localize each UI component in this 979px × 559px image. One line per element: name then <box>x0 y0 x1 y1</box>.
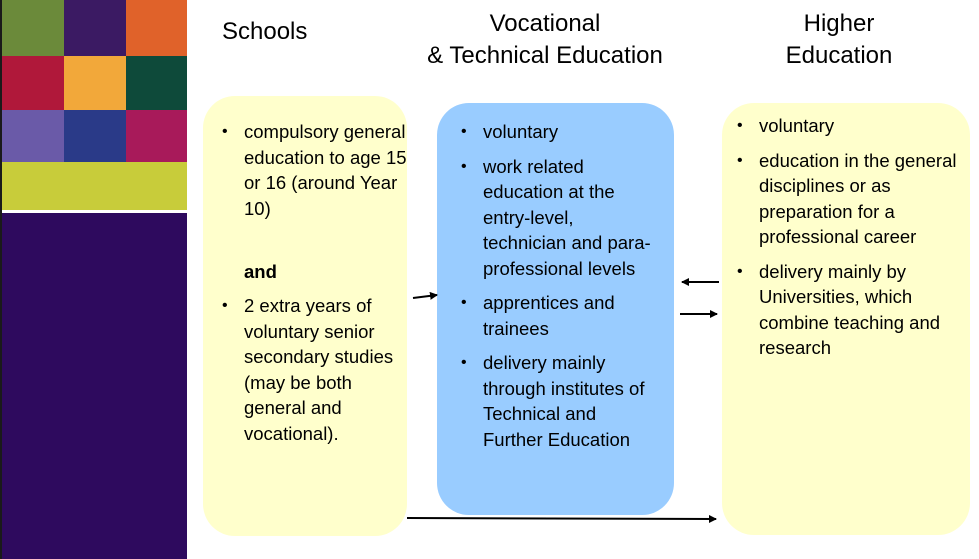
list-item: 2 extra years of voluntary senior second… <box>218 293 408 446</box>
list-item: compulsory general education to age 15 o… <box>218 119 408 221</box>
list-item: education in the general disciplines or … <box>733 148 965 250</box>
photo-tile <box>64 56 126 110</box>
white-divider <box>0 210 187 213</box>
schools-list-2: 2 extra years of voluntary senior second… <box>218 293 408 446</box>
list-item: voluntary <box>733 113 965 139</box>
purple-band <box>0 213 187 559</box>
higher-heading-line2: Education <box>785 42 893 69</box>
strip-edge <box>0 0 2 559</box>
photo-tile <box>126 56 187 110</box>
list-item: delivery mainly by Universities, which c… <box>733 259 965 361</box>
schools-to-vet-arrow <box>412 291 438 300</box>
photo-tile <box>126 0 187 56</box>
vet-heading-line2: & Technical Education <box>427 42 663 69</box>
list-item: delivery mainly through institutes of Te… <box>457 350 657 452</box>
list-item: work related education at the entry-leve… <box>457 154 657 282</box>
vet-list: voluntary work related education at the … <box>457 119 657 452</box>
higher-heading-line1: Higher <box>803 10 875 37</box>
photo-tile <box>0 56 64 110</box>
vet-heading-line1: Vocational <box>489 10 601 37</box>
photo-tile <box>64 110 126 162</box>
list-item: voluntary <box>457 119 657 145</box>
schools-heading: Schools <box>222 18 308 45</box>
lime-band <box>0 162 187 210</box>
photo-tile <box>0 0 64 56</box>
photo-tile <box>126 110 187 162</box>
higher-heading: Higher Education <box>762 8 916 72</box>
photo-tile <box>64 0 126 56</box>
decorative-photo-strip <box>0 0 187 559</box>
and-label: and <box>244 261 277 282</box>
higher-list: voluntary education in the general disci… <box>733 113 965 361</box>
list-item: apprentices and trainees <box>457 290 657 341</box>
vet-heading: Vocational & Technical Education <box>396 8 694 72</box>
schools-list: compulsory general education to age 15 o… <box>218 119 408 221</box>
schools-to-higher-arrow <box>406 514 717 523</box>
photo-tile <box>0 110 64 162</box>
